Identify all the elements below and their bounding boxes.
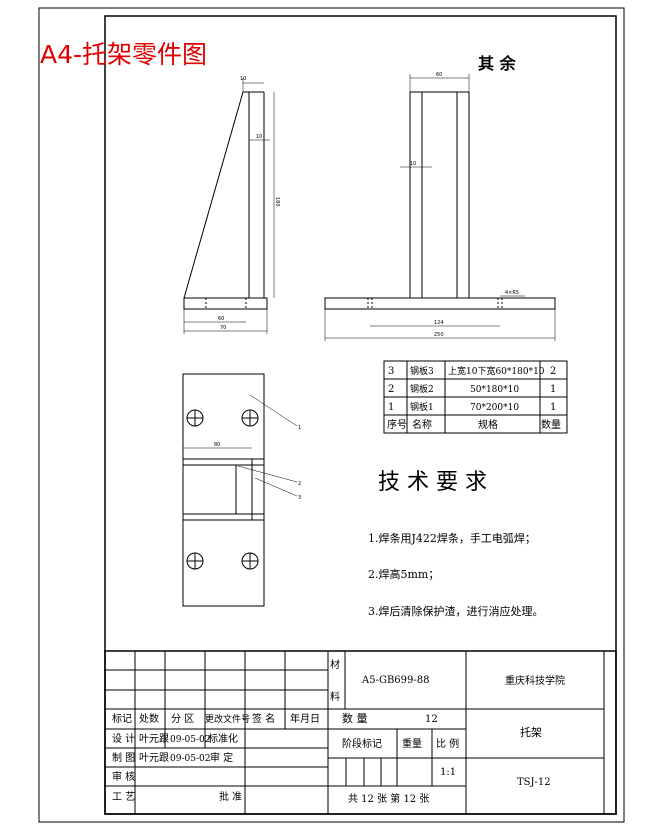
- outer-border: [38, 7, 625, 823]
- tech-title: 技 术 要 求: [378, 470, 487, 495]
- bom-name: 钢板2: [410, 383, 434, 395]
- bom-row-2: 2 钢板2 50*180*10 1: [388, 383, 556, 395]
- bom-header-spec: 规格: [478, 418, 498, 431]
- bom-no: 3: [388, 366, 394, 377]
- stage-label: 阶段标记: [342, 737, 382, 750]
- material-label-2: 料: [330, 690, 340, 703]
- draft-date: 09-05-02: [170, 754, 210, 764]
- standard-label: 标准化: [208, 732, 238, 745]
- title-block: [104, 650, 617, 815]
- part-name: 托架: [520, 725, 542, 739]
- designer-name: 叶元跟: [139, 733, 169, 745]
- drafter-name: 叶元跟: [139, 752, 169, 764]
- bom-row-3: 3 钢板3 上宽10下宽60*180*10 2: [388, 365, 556, 377]
- scale-label: 比 例: [436, 737, 459, 750]
- quantity-label: 数 量: [342, 712, 368, 725]
- side-view: [183, 91, 268, 310]
- quantity-value: 12: [425, 714, 438, 725]
- bom-spec: 上宽10下宽60*180*10: [448, 365, 545, 377]
- dim-front-total: 250: [434, 332, 444, 338]
- approve-label: 批 准: [219, 790, 242, 803]
- design-date: 09-05-02: [170, 735, 210, 745]
- bom-header-no: 序号: [387, 418, 407, 431]
- tech-item-2: 2.焊高5mm；: [368, 567, 439, 581]
- dim-front-top: 60: [436, 72, 442, 78]
- top-view: [182, 373, 265, 607]
- bom-table: [383, 360, 568, 434]
- bom-spec: 70*200*10: [470, 403, 519, 413]
- sheet-title: A4-托架零件图: [40, 40, 207, 69]
- material-value: A5-GB699-88: [361, 675, 430, 686]
- review-label: 审 定: [210, 751, 233, 764]
- rev-header-zone: 分 区: [171, 713, 194, 725]
- bom-qty: 2: [550, 366, 556, 377]
- dim-side-mid: 10: [256, 134, 262, 140]
- bom-header: 序号 名称 规格 数量: [387, 418, 561, 431]
- rev-header-date: 年月日: [290, 712, 320, 725]
- leader-2: 2: [298, 481, 301, 487]
- dim-front-note: 4×R5: [505, 290, 519, 296]
- front-view-dims: [324, 74, 556, 341]
- bom-row-1: 1 钢板1 70*200*10 1: [388, 401, 556, 413]
- leader-1: 1: [298, 425, 301, 431]
- bom-name: 钢板3: [410, 365, 434, 377]
- bom-header-qty: 数量: [541, 418, 561, 431]
- leader-3: 3: [298, 495, 301, 501]
- dim-top-width: 80: [214, 442, 220, 448]
- bom-no: 1: [388, 402, 394, 413]
- tech-item-3: 3.焊后清除保护渣，进行消应处理。: [368, 604, 544, 618]
- tech-item-1: 1.焊条用J422焊条，手工电弧焊；: [368, 531, 536, 545]
- front-view: [324, 91, 556, 310]
- designer-label: 设 计: [112, 732, 135, 745]
- remarks-label: 其 余: [478, 54, 517, 73]
- dim-front-plate: 10: [410, 161, 416, 167]
- material-label-1: 材: [330, 658, 340, 671]
- rev-header-count: 处数: [139, 712, 159, 725]
- bom-header-name: 名称: [412, 418, 432, 431]
- side-view-dims: [183, 78, 275, 334]
- drafter-label: 制 图: [112, 751, 135, 764]
- drawing-number: TSJ-12: [517, 777, 551, 788]
- dim-side-height: 180: [274, 197, 280, 207]
- scale-value: 1:1: [440, 767, 456, 778]
- school-name: 重庆科技学院: [505, 674, 565, 687]
- rev-header-file: 更改文件号: [205, 713, 250, 725]
- rev-header-sign: 签 名: [252, 712, 275, 725]
- bom-name: 钢板1: [410, 401, 434, 413]
- bom-qty: 1: [550, 402, 556, 413]
- bom-no: 2: [388, 384, 394, 395]
- dim-side-top: 10: [240, 76, 246, 82]
- process-label: 工 艺: [112, 791, 135, 803]
- sheet-count: 共 12 张 第 12 张: [348, 792, 429, 805]
- dim-side-bottom-outer: 70: [220, 325, 226, 331]
- dim-side-bottom-inner: 60: [218, 316, 224, 322]
- bom-spec: 50*180*10: [470, 385, 519, 395]
- check-label: 审 核: [112, 770, 135, 783]
- bom-qty: 1: [550, 384, 556, 395]
- dim-front-inner: 124: [434, 320, 444, 326]
- weight-label: 重量: [402, 737, 422, 750]
- top-view-dims: [183, 394, 298, 497]
- rev-header-mark: 标记: [112, 713, 132, 725]
